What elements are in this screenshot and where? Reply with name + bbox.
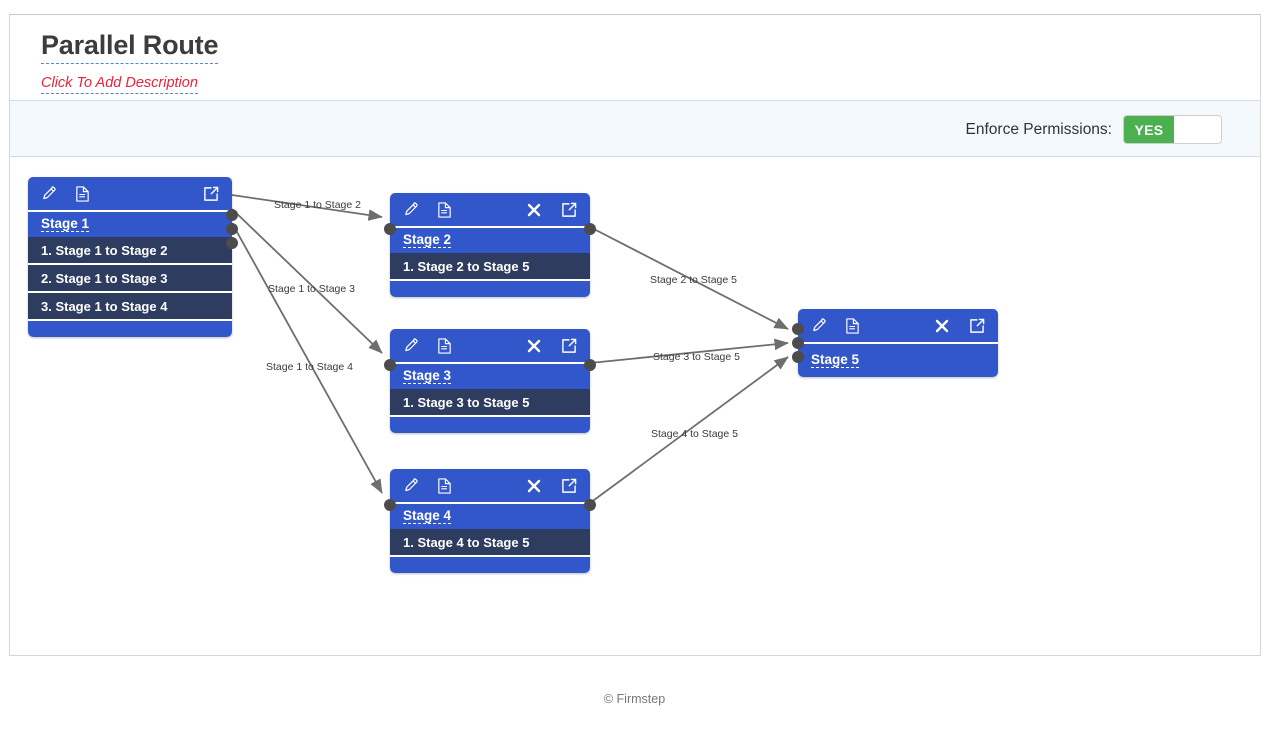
- transition-row[interactable]: 3. Stage 1 to Stage 4: [28, 293, 232, 321]
- toggle-yes-segment[interactable]: YES: [1124, 116, 1174, 143]
- node-header: [798, 309, 998, 344]
- edge-stage1-stage4[interactable]: [231, 222, 383, 494]
- input-port[interactable]: [792, 337, 804, 349]
- edge-stage3-stage5[interactable]: [589, 338, 789, 364]
- node-footer-strip: [390, 417, 590, 433]
- output-port[interactable]: [226, 237, 238, 249]
- document-icon[interactable]: [845, 317, 860, 334]
- permissions-bar: Enforce Permissions: YES: [9, 100, 1261, 157]
- edge-layer: [231, 194, 789, 504]
- output-port[interactable]: [226, 209, 238, 221]
- external-link-icon[interactable]: [561, 202, 577, 218]
- close-icon[interactable]: [527, 479, 541, 493]
- external-link-icon[interactable]: [203, 186, 219, 202]
- pencil-icon[interactable]: [403, 478, 418, 493]
- stage-node-stage5[interactable]: Stage 5: [792, 309, 998, 377]
- node-title-text: Stage 1: [41, 216, 90, 232]
- page-header: Parallel Route Click To Add Description: [9, 14, 1261, 100]
- enforce-permissions-control: Enforce Permissions: YES: [966, 115, 1222, 144]
- stage-node-stage4[interactable]: Stage 4 1. Stage 4 to Stage 5: [384, 469, 596, 573]
- edge-label-stage1-stage2: Stage 1 to Stage 2: [274, 199, 361, 211]
- transition-list: 1. Stage 4 to Stage 5: [390, 529, 590, 557]
- transition-row[interactable]: 1. Stage 3 to Stage 5: [390, 389, 590, 417]
- node-title-text: Stage 5: [811, 352, 860, 368]
- transition-row[interactable]: 1. Stage 1 to Stage 2: [28, 237, 232, 265]
- transition-list: 1. Stage 3 to Stage 5: [390, 389, 590, 417]
- node-footer-strip: [28, 321, 232, 337]
- transition-row[interactable]: 1. Stage 2 to Stage 5: [390, 253, 590, 281]
- input-port[interactable]: [792, 351, 804, 363]
- input-port[interactable]: [384, 223, 396, 235]
- input-port[interactable]: [792, 323, 804, 335]
- node-footer-strip: [390, 281, 590, 297]
- node-header: [390, 193, 590, 228]
- external-link-icon[interactable]: [561, 478, 577, 494]
- page-title[interactable]: Parallel Route: [41, 29, 218, 64]
- document-icon[interactable]: [75, 185, 90, 202]
- enforce-permissions-toggle[interactable]: YES: [1123, 115, 1222, 144]
- route-canvas[interactable]: Stage 1 to Stage 2 Stage 1 to Stage 3 St…: [9, 157, 1261, 656]
- edge-stage1-stage3[interactable]: [231, 208, 383, 354]
- node-title-text: Stage 4: [403, 508, 452, 524]
- edge-label-stage1-stage4: Stage 1 to Stage 4: [266, 361, 353, 373]
- document-icon[interactable]: [437, 337, 452, 354]
- input-port[interactable]: [384, 499, 396, 511]
- edge-label-stage1-stage3: Stage 1 to Stage 3: [268, 283, 355, 295]
- pencil-icon[interactable]: [403, 202, 418, 217]
- footer-copyright: © Firmstep: [603, 692, 666, 706]
- output-port[interactable]: [226, 223, 238, 235]
- document-icon[interactable]: [437, 477, 452, 494]
- close-icon[interactable]: [935, 319, 949, 333]
- edge-label-stage3-stage5: Stage 3 to Stage 5: [653, 351, 740, 363]
- edge-stage1-stage2[interactable]: [231, 194, 383, 221]
- node-title[interactable]: Stage 2: [390, 228, 590, 253]
- transition-row[interactable]: 1. Stage 4 to Stage 5: [390, 529, 590, 557]
- pencil-icon[interactable]: [811, 318, 826, 333]
- transition-row[interactable]: 2. Stage 1 to Stage 3: [28, 265, 232, 293]
- edge-label-stage4-stage5: Stage 4 to Stage 5: [651, 428, 738, 440]
- close-icon[interactable]: [527, 339, 541, 353]
- pencil-icon[interactable]: [403, 338, 418, 353]
- node-title[interactable]: Stage 1: [28, 212, 232, 237]
- transition-list: 1. Stage 2 to Stage 5: [390, 253, 590, 281]
- node-title-text: Stage 2: [403, 232, 452, 248]
- node-header: [390, 469, 590, 504]
- stage-node-stage1[interactable]: Stage 1 1. Stage 1 to Stage 2 2. Stage 1…: [28, 177, 238, 337]
- output-port[interactable]: [584, 499, 596, 511]
- external-link-icon[interactable]: [969, 318, 985, 334]
- edge-stage4-stage5[interactable]: [589, 356, 789, 504]
- stage-node-stage3[interactable]: Stage 3 1. Stage 3 to Stage 5: [384, 329, 596, 433]
- close-icon[interactable]: [527, 203, 541, 217]
- output-port[interactable]: [584, 223, 596, 235]
- pencil-icon[interactable]: [41, 186, 56, 201]
- node-footer-strip: [390, 557, 590, 573]
- toggle-off-segment[interactable]: [1174, 116, 1221, 143]
- input-port[interactable]: [384, 359, 396, 371]
- node-title-text: Stage 3: [403, 368, 452, 384]
- external-link-icon[interactable]: [561, 338, 577, 354]
- edge-label-stage2-stage5: Stage 2 to Stage 5: [650, 274, 737, 286]
- node-title[interactable]: Stage 3: [390, 364, 590, 389]
- node-header: [28, 177, 232, 212]
- node-header: [390, 329, 590, 364]
- node-title[interactable]: Stage 4: [390, 504, 590, 529]
- output-port[interactable]: [584, 359, 596, 371]
- stage-node-stage2[interactable]: Stage 2 1. Stage 2 to Stage 5: [384, 193, 596, 297]
- page-description[interactable]: Click To Add Description: [41, 74, 198, 94]
- edge-stage2-stage5[interactable]: [589, 226, 789, 330]
- document-icon[interactable]: [437, 201, 452, 218]
- enforce-permissions-label: Enforce Permissions:: [965, 120, 1112, 138]
- transition-list: 1. Stage 1 to Stage 2 2. Stage 1 to Stag…: [28, 237, 232, 321]
- node-title[interactable]: Stage 5: [798, 344, 998, 377]
